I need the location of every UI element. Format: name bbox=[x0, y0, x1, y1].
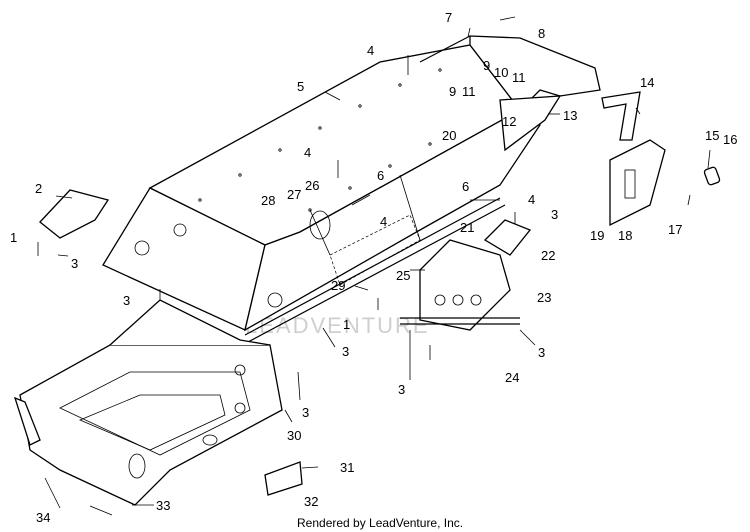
callout-13: 13 bbox=[563, 108, 577, 123]
callout-16: 16 bbox=[723, 132, 737, 147]
callout-23: 23 bbox=[537, 290, 551, 305]
knob bbox=[703, 166, 721, 186]
callout-29: 29 bbox=[331, 278, 345, 293]
callouts: 1 2 3 3 4 5 7 8 9 10 11 9 11 12 13 14 15… bbox=[10, 10, 737, 525]
callout-32: 32 bbox=[304, 494, 318, 509]
watermark: LEADVENTURE bbox=[245, 313, 430, 338]
callout-34: 34 bbox=[36, 510, 50, 525]
callout-31: 31 bbox=[340, 460, 354, 475]
callout-28: 28 bbox=[261, 193, 275, 208]
callout-18: 18 bbox=[618, 228, 632, 243]
callout-9: 9 bbox=[449, 84, 456, 99]
callout-3: 3 bbox=[551, 207, 558, 222]
callout-33: 33 bbox=[156, 498, 170, 513]
callout-1: 1 bbox=[10, 230, 17, 245]
callout-3: 3 bbox=[123, 293, 130, 308]
bracket-2 bbox=[39, 189, 110, 239]
callout-9: 9 bbox=[483, 58, 490, 73]
callout-8: 8 bbox=[538, 26, 545, 41]
footer-credit: Rendered by LeadVenture, Inc. bbox=[297, 516, 463, 530]
callout-25: 25 bbox=[396, 268, 410, 283]
callout-3: 3 bbox=[398, 382, 405, 397]
callout-5: 5 bbox=[297, 79, 304, 94]
mount-22 bbox=[483, 219, 532, 256]
tunnel-extension bbox=[499, 95, 562, 152]
plate-32 bbox=[264, 461, 303, 496]
callout-3: 3 bbox=[342, 344, 349, 359]
leader-lines bbox=[37, 16, 711, 516]
callout-10: 10 bbox=[494, 65, 508, 80]
callout-19: 19 bbox=[590, 228, 604, 243]
callout-17: 17 bbox=[668, 222, 682, 237]
callout-4: 4 bbox=[528, 192, 535, 207]
callout-4: 4 bbox=[304, 145, 311, 160]
bracket-23 bbox=[419, 239, 511, 331]
callout-27: 27 bbox=[287, 187, 301, 202]
callout-3: 3 bbox=[71, 256, 78, 271]
callout-6: 6 bbox=[377, 168, 384, 183]
brake-bar bbox=[601, 91, 641, 141]
brake-bracket bbox=[609, 139, 666, 227]
callout-3: 3 bbox=[538, 345, 545, 360]
callout-11: 11 bbox=[512, 70, 526, 85]
callout-22: 22 bbox=[541, 248, 555, 263]
callout-7: 7 bbox=[445, 10, 452, 25]
callout-11: 11 bbox=[462, 84, 476, 99]
callout-15: 15 bbox=[705, 128, 719, 143]
belly-pan bbox=[13, 299, 283, 506]
callout-2: 2 bbox=[35, 181, 42, 196]
callout-14: 14 bbox=[640, 75, 654, 90]
callout-12: 12 bbox=[502, 114, 516, 129]
callout-4: 4 bbox=[380, 214, 387, 229]
callout-20: 20 bbox=[442, 128, 456, 143]
rail-21 bbox=[244, 197, 501, 336]
callout-24: 24 bbox=[505, 370, 519, 385]
tunnel-assembly bbox=[102, 44, 541, 332]
callout-21: 21 bbox=[460, 220, 474, 235]
callout-30: 30 bbox=[287, 428, 301, 443]
callout-4: 4 bbox=[367, 43, 374, 58]
callout-3: 3 bbox=[302, 405, 309, 420]
callout-6: 6 bbox=[462, 179, 469, 194]
callout-1: 1 bbox=[343, 317, 350, 332]
callout-26: 26 bbox=[305, 178, 319, 193]
